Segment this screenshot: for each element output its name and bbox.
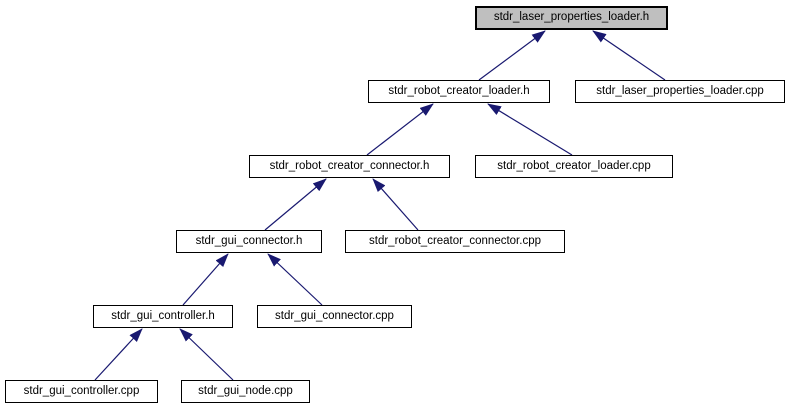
graph-node-stdr_gui_connector_cpp[interactable]: stdr_gui_connector.cpp (257, 305, 412, 328)
graph-node-stdr_robot_creator_connector_cpp[interactable]: stdr_robot_creator_connector.cpp (345, 230, 565, 253)
graph-node-stdr_robot_creator_connector_h[interactable]: stdr_robot_creator_connector.h (249, 155, 450, 178)
graph-node-stdr_robot_creator_loader_cpp[interactable]: stdr_robot_creator_loader.cpp (475, 155, 673, 178)
edge-stdr_laser_properties_loader_cpp-to-stdr_laser_properties_loader_h (592, 30, 666, 81)
graph-node-stdr_gui_controller_h[interactable]: stdr_gui_controller.h (93, 305, 233, 328)
edge-stdr_gui_connector_cpp-to-stdr_gui_connector_h (267, 253, 323, 306)
edge-stdr_gui_node_cpp-to-stdr_gui_controller_h (179, 328, 234, 381)
graph-node-stdr_robot_creator_loader_h[interactable]: stdr_robot_creator_loader.h (368, 80, 550, 103)
edge-stdr_gui_controller_cpp-to-stdr_gui_controller_h (94, 328, 143, 381)
edge-stdr_gui_controller_h-to-stdr_gui_connector_h (182, 253, 229, 306)
edge-stdr_robot_creator_loader_h-to-stdr_laser_properties_loader_h (478, 30, 546, 81)
graph-node-stdr_laser_properties_loader_h[interactable]: stdr_laser_properties_loader.h (475, 6, 668, 30)
graph-node-stdr_laser_properties_loader_cpp[interactable]: stdr_laser_properties_loader.cpp (575, 80, 785, 103)
edge-stdr_gui_connector_h-to-stdr_robot_creator_connector_h (264, 178, 327, 231)
edge-stdr_robot_creator_connector_cpp-to-stdr_robot_creator_connector_h (372, 178, 419, 231)
graph-node-stdr_gui_controller_cpp[interactable]: stdr_gui_controller.cpp (5, 380, 158, 403)
edge-stdr_robot_creator_loader_cpp-to-stdr_robot_creator_loader_h (487, 103, 573, 156)
edge-stdr_robot_creator_connector_h-to-stdr_robot_creator_loader_h (366, 103, 434, 156)
graph-node-stdr_gui_node_cpp[interactable]: stdr_gui_node.cpp (181, 380, 310, 403)
graph-node-stdr_gui_connector_h[interactable]: stdr_gui_connector.h (176, 230, 322, 253)
